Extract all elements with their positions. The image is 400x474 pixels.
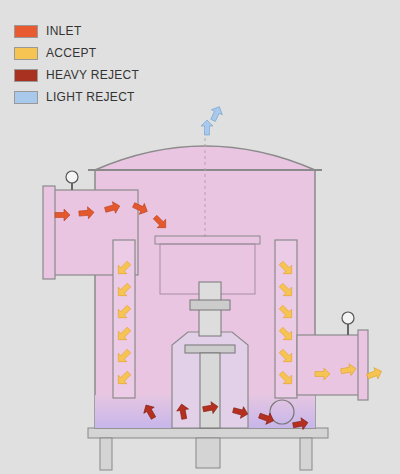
legend-swatch xyxy=(14,47,38,60)
screen-basket-wall xyxy=(275,240,297,398)
accept-arrow xyxy=(114,369,133,388)
bearing-housing xyxy=(185,345,235,353)
inlet-arrow xyxy=(131,200,150,217)
pressure-gauge xyxy=(66,171,78,183)
heavy-reject-arrows xyxy=(141,401,309,431)
accept-arrow xyxy=(277,303,296,322)
drive-base xyxy=(196,438,220,468)
accept-arrow xyxy=(114,303,133,322)
accept-arrow xyxy=(277,259,296,278)
heavy-reject-arrow xyxy=(257,410,275,426)
pressure-gauge xyxy=(342,312,354,324)
light-reject-arrow xyxy=(201,120,213,135)
accept-arrow xyxy=(114,259,133,278)
support-leg xyxy=(300,438,312,470)
legend-text: LIGHT REJECT xyxy=(46,90,135,104)
accept-arrow xyxy=(340,363,357,377)
accept-arrow xyxy=(277,325,296,344)
legend-text: HEAVY REJECT xyxy=(46,68,139,82)
heavy-reject-arrow xyxy=(176,403,190,420)
heavy-reject-arrow xyxy=(232,404,250,419)
accept-arrow xyxy=(277,369,296,388)
legend-text: INLET xyxy=(46,24,82,38)
heavy-reject-arrow xyxy=(141,402,159,421)
inlet-arrow xyxy=(151,213,170,232)
inlet-arrows xyxy=(55,200,170,232)
base-plate xyxy=(88,428,328,438)
inlet-arrow xyxy=(104,200,122,215)
rotor-top xyxy=(155,236,260,244)
screen-basket-wall xyxy=(113,240,135,398)
legend-row: ACCEPT xyxy=(14,42,139,64)
light-reject-arrow xyxy=(208,104,225,123)
legend-swatch xyxy=(14,69,38,82)
legend-swatch xyxy=(14,91,38,104)
light-reject-arrows xyxy=(201,104,225,135)
inlet-arrow xyxy=(55,209,70,221)
accept-arrow xyxy=(277,281,296,300)
legend-text: ACCEPT xyxy=(46,46,96,60)
shaft-hub xyxy=(190,300,230,310)
accept-pipe xyxy=(297,335,361,395)
drive-shaft xyxy=(200,353,220,428)
legend-row: LIGHT REJECT xyxy=(14,86,139,108)
heavy-reject-arrow xyxy=(292,417,309,431)
accept-arrow xyxy=(114,347,133,366)
accept-arrows xyxy=(114,259,383,388)
accept-arrow xyxy=(277,347,296,366)
legend-row: INLET xyxy=(14,20,139,42)
legend-row: HEAVY REJECT xyxy=(14,64,139,86)
inlet-arrow xyxy=(79,206,95,219)
accept-arrow xyxy=(315,368,330,380)
heavy-reject-arrow xyxy=(202,401,219,415)
inlet-flange xyxy=(43,186,55,279)
accept-arrow xyxy=(114,325,133,344)
legend: INLET ACCEPT HEAVY REJECT LIGHT REJECT xyxy=(14,20,139,108)
accept-arrow xyxy=(365,366,383,382)
accept-flange xyxy=(358,330,368,400)
legend-swatch xyxy=(14,25,38,38)
accept-arrow xyxy=(114,281,133,300)
center-line xyxy=(205,132,206,240)
support-leg xyxy=(100,438,112,470)
